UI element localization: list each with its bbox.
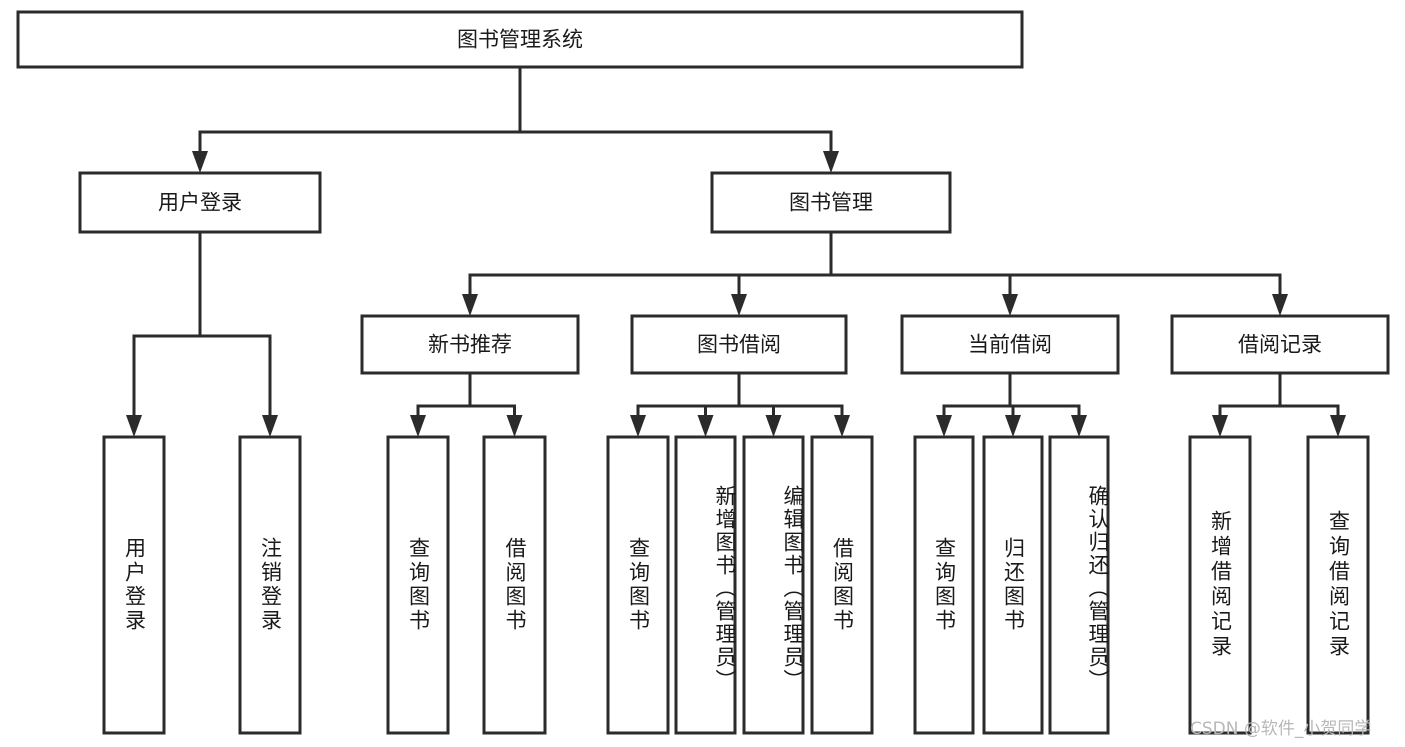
node-用户登录-l4[interactable] [102,435,166,735]
node-label: 图书管理系统 [457,28,583,52]
node-归还图书-l4[interactable] [982,435,1044,735]
node-编辑图书管理员-l4[interactable] [742,435,805,735]
connector-layer [126,65,1346,437]
node-box[interactable] [78,171,322,234]
node-box[interactable] [913,435,975,735]
node-box[interactable] [982,435,1044,735]
node-注销登录-l4[interactable] [238,435,302,735]
node-确认归还管理员-l4[interactable] [1048,435,1110,735]
node-新增借阅记录-l4[interactable] [1188,435,1252,735]
node-box[interactable] [360,314,580,375]
node-box[interactable] [1170,314,1390,375]
node-box[interactable] [482,435,547,735]
arrow-head-icon [630,415,646,437]
connector-group-借阅记录 [1212,371,1346,437]
arrow-head-icon [262,415,278,437]
arrow-head-icon [126,415,142,437]
node-借阅图书-l4[interactable] [482,435,547,735]
arrow-head-icon [731,294,747,316]
node-当前借阅-l3[interactable]: 当前借阅 [900,314,1120,375]
node-box[interactable] [1188,435,1252,735]
node-新书推荐-l3[interactable]: 新书推荐 [360,314,580,375]
node-box[interactable] [742,435,805,735]
node-box[interactable] [630,314,848,375]
node-label: 图书管理 [789,191,873,215]
node-label: 用户登录 [158,191,242,215]
arrow-head-icon [823,151,839,173]
connector-group-用户登录 [126,230,278,437]
arrow-head-icon [1212,415,1228,437]
node-查询图书-l4[interactable] [913,435,975,735]
arrow-head-icon [410,415,426,437]
connector-group-新书推荐 [410,371,523,437]
arrow-head-icon [697,415,714,437]
arrow-head-icon [462,294,478,316]
node-用户登录-l2[interactable]: 用户登录 [78,171,322,234]
node-box[interactable] [102,435,166,735]
node-查询图书-l4[interactable] [606,435,670,735]
arrow-head-icon [1272,294,1288,316]
arrow-head-icon [765,415,782,437]
connector-group-图书借阅 [630,371,850,437]
node-box[interactable] [810,435,874,735]
node-图书管理系统-l1[interactable]: 图书管理系统 [16,10,1024,69]
connector-group-当前借阅 [936,371,1087,437]
node-box[interactable] [1048,435,1110,735]
node-label: 新书推荐 [428,333,512,357]
arrow-head-icon [1002,294,1018,316]
arrow-head-icon [1330,415,1346,437]
connector-group-图书管理 [462,230,1288,316]
node-图书借阅-l3[interactable]: 图书借阅 [630,314,848,375]
node-box[interactable] [900,314,1120,375]
arrow-head-icon [834,415,850,437]
node-查询图书-l4[interactable] [386,435,450,735]
node-查询借阅记录-l4[interactable] [1306,435,1370,735]
node-box[interactable] [16,10,1024,69]
node-新增图书管理员-l4[interactable] [674,435,737,735]
node-图书管理-l2[interactable]: 图书管理 [710,171,952,234]
arrow-head-icon [1005,415,1021,437]
connector-group-图书管理系统 [192,65,839,173]
node-box[interactable] [710,171,952,234]
node-box[interactable] [1306,435,1370,735]
node-label: 当前借阅 [968,333,1052,357]
arrow-head-icon [936,415,952,437]
node-box[interactable] [606,435,670,735]
node-box[interactable] [674,435,737,735]
node-借阅记录-l3[interactable]: 借阅记录 [1170,314,1390,375]
arrow-head-icon [506,415,523,437]
node-box[interactable] [238,435,302,735]
node-label: 借阅记录 [1238,333,1322,357]
node-box[interactable] [386,435,450,735]
node-label: 图书借阅 [697,333,781,357]
arrow-head-icon [192,151,208,173]
arrow-head-icon [1071,415,1087,437]
node-借阅图书-l4[interactable] [810,435,874,735]
